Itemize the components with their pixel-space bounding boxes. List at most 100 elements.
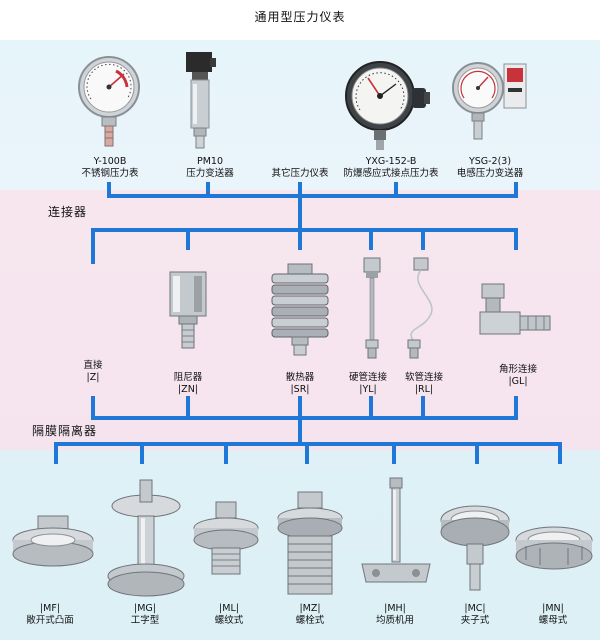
connector-name: 硬管连接 (348, 372, 387, 383)
isolator-drop-4 (305, 442, 309, 464)
explosion-proof-gauge-icon (345, 61, 430, 150)
isolator-code: |MH| (384, 603, 406, 614)
isolator-name: 螺纹式 (214, 615, 244, 626)
isolators-heading: 隔膜隔离器 (32, 424, 98, 438)
angle-connector-icon (479, 283, 551, 335)
isolator-label-5: |MH| 均质机用 (350, 603, 440, 627)
isolator-label-3: |ML| 螺纹式 (184, 603, 274, 627)
isolator-drop-3 (224, 442, 228, 464)
connector-name: 软管连接 (404, 372, 443, 383)
gauge-name: 压力变送器 (186, 168, 234, 179)
isolator-name: 敞开式凸面 (26, 615, 74, 626)
gauge-label-1: Y-100B 不锈钢压力表 (60, 156, 160, 180)
gauge-label-2: PM10 压力变送器 (160, 156, 260, 180)
isolator-code: |MC| (464, 603, 486, 614)
isolator-code: |MN| (542, 603, 564, 614)
connector-label-3: 散热器 |SR| (270, 372, 330, 396)
connector-up-4 (369, 228, 373, 250)
isolator-drop-1 (54, 442, 58, 464)
isolator-name: 夹子式 (460, 615, 490, 626)
isolator-label-7: |MN| 螺母式 (508, 603, 598, 627)
isolator-name: 螺母式 (538, 615, 568, 626)
connector-name: 角形连接 (498, 364, 537, 375)
isolator-code: |MG| (134, 603, 156, 614)
connector-label-5: 软管连接 |RL| (392, 372, 456, 396)
isolator-drop-5 (392, 442, 396, 464)
gauge-model: Y-100B (93, 156, 127, 167)
isolator-name: 均质机用 (375, 615, 414, 626)
connector-down-6 (514, 396, 518, 420)
connector-down-4 (369, 396, 373, 420)
gauge-model: PM10 (196, 156, 223, 167)
inductive-transmitter-icon (452, 62, 527, 140)
isolator-label-4: |MZ| 螺栓式 (265, 603, 355, 627)
isolator-code: |MF| (39, 603, 61, 614)
connector-up-6 (514, 228, 518, 250)
gauge-name: 电感压力变送器 (456, 168, 524, 179)
open-convex-isolator-icon (12, 515, 94, 567)
isolator-code: |MZ| (299, 603, 321, 614)
diagram-title: 通用型压力仪表 (254, 10, 346, 24)
radiator-icon (271, 263, 329, 356)
connector-label-6: 角形连接 |GL| (486, 364, 550, 388)
gauge-name: 不锈钢压力表 (81, 168, 139, 179)
gauge-drop-2 (206, 182, 210, 198)
isolator-label-1: |MF| 敞开式凸面 (5, 603, 95, 627)
connector-name: 阻尼器 (173, 372, 203, 383)
threaded-isolator-icon (193, 501, 259, 575)
gauge-label-5: YSG-2(3) 电感压力变送器 (440, 156, 540, 180)
connector-down-3 (298, 396, 302, 420)
connector-bus-top (91, 228, 518, 232)
gauge-model: YXG-152-B (365, 156, 417, 167)
trunk-2 (298, 420, 302, 442)
connector-up-2 (186, 228, 190, 250)
connectors-heading: 连接器 (48, 205, 88, 219)
gauge-label-4: YXG-152-B 防爆感应式接点压力表 (336, 156, 446, 180)
gauge-label-3: 其它压力仪表 (250, 168, 350, 180)
connector-label-2: 阻尼器 |ZN| (158, 372, 218, 396)
gauge-bus-line (107, 194, 518, 198)
gauge-drop-1 (107, 182, 111, 198)
i-type-isolator-icon (107, 479, 185, 597)
homogenizer-isolator-icon (361, 477, 431, 583)
connector-up-3 (298, 228, 302, 250)
isolator-drop-6 (475, 442, 479, 464)
connector-label-4: 硬管连接 |YL| (336, 372, 400, 396)
bolted-isolator-icon (277, 491, 343, 595)
connector-code: |SR| (290, 384, 310, 395)
connector-up-1 (91, 228, 95, 264)
connector-down-2 (186, 396, 190, 420)
isolator-drop-2 (140, 442, 144, 464)
soft-pipe-icon (407, 257, 433, 359)
connector-code: |YL| (359, 384, 377, 395)
connector-code: |Z| (86, 372, 100, 383)
gauge-drop-3 (298, 182, 302, 198)
isolator-name: 螺栓式 (295, 615, 325, 626)
stainless-gauge-icon (78, 56, 140, 147)
connector-code: |GL| (508, 376, 528, 387)
gauge-model: YSG-2(3) (468, 156, 512, 167)
isolator-code: |ML| (219, 603, 239, 614)
damper-icon (169, 271, 207, 349)
clamp-isolator-icon (440, 505, 510, 591)
isolator-label-6: |MC| 夹子式 (430, 603, 520, 627)
connector-code: |RL| (414, 384, 434, 395)
connector-name: 直接 (83, 360, 103, 371)
nut-isolator-icon (515, 526, 593, 570)
connector-code: |ZN| (177, 384, 199, 395)
connector-label-1: 直接 |Z| (63, 360, 123, 384)
hard-pipe-icon (363, 257, 381, 359)
isolator-drop-7 (558, 442, 562, 464)
connector-bus-bottom (91, 416, 518, 420)
isolator-label-2: |MG| 工字型 (100, 603, 190, 627)
gauge-name: 其它压力仪表 (271, 168, 329, 179)
connector-down-1 (91, 396, 95, 420)
connector-up-5 (421, 228, 425, 250)
connector-name: 散热器 (285, 372, 315, 383)
gauge-name: 防爆感应式接点压力表 (343, 168, 439, 179)
pressure-transmitter-icon (186, 52, 216, 149)
isolator-name: 工字型 (130, 615, 160, 626)
gauge-drop-5 (514, 182, 518, 198)
connector-down-5 (421, 396, 425, 420)
